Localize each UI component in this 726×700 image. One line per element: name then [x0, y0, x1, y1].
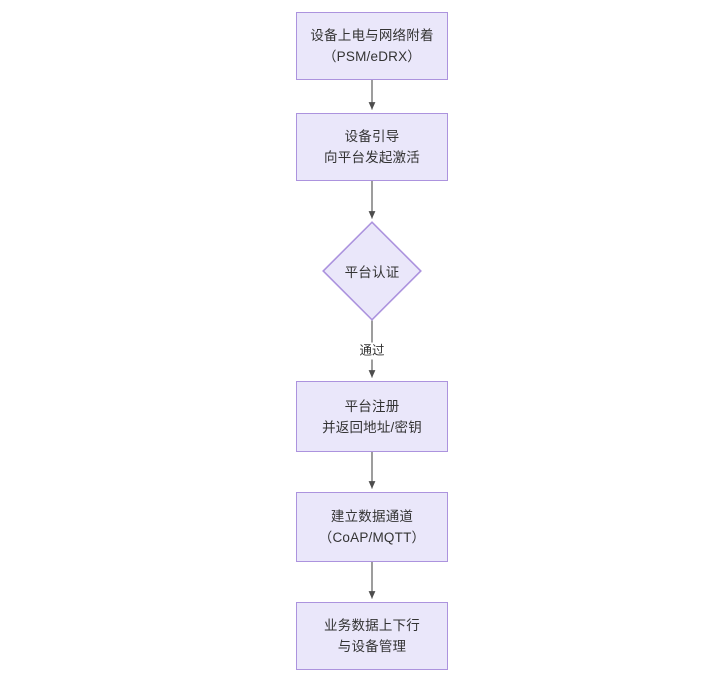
node-platform-register[interactable]: 平台注册 并返回地址/密钥 — [296, 381, 448, 452]
node-data-channel-line2: （CoAP/MQTT） — [318, 530, 426, 545]
node-platform-register-line2: 并返回地址/密钥 — [322, 419, 422, 435]
node-bootstrap[interactable]: 设备引导 向平台发起激活 — [296, 113, 448, 181]
node-power-on[interactable]: 设备上电与网络附着 （PSM/eDRX） — [296, 12, 448, 80]
edge-label-pass: 通过 — [356, 342, 388, 360]
node-bootstrap-line1: 设备引导 — [344, 129, 400, 144]
node-business-data-line2: 与设备管理 — [337, 639, 407, 654]
node-data-channel-line1: 建立数据通道 — [330, 509, 414, 524]
node-power-on-line1: 设备上电与网络附着 — [310, 28, 434, 43]
node-bootstrap-line2: 向平台发起激活 — [324, 150, 420, 165]
diamond-shape — [322, 221, 422, 321]
node-power-on-line2: （PSM/eDRX） — [322, 49, 422, 64]
node-platform-auth[interactable]: 平台认证 — [322, 221, 422, 321]
node-data-channel[interactable]: 建立数据通道 （CoAP/MQTT） — [296, 492, 448, 562]
node-business-data-line1: 业务数据上下行 — [324, 618, 420, 633]
node-platform-register-line1: 平台注册 — [344, 398, 400, 414]
node-business-data[interactable]: 业务数据上下行 与设备管理 — [296, 602, 448, 670]
node-platform-auth-label: 平台认证 — [344, 265, 400, 280]
